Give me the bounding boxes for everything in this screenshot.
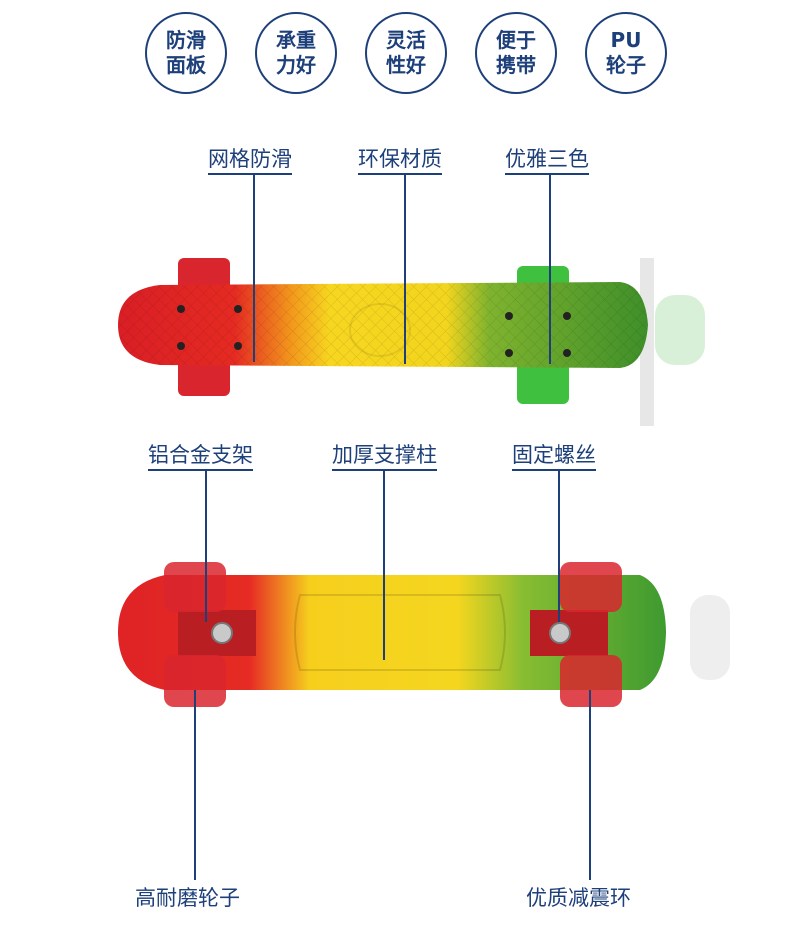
wheel-left-top xyxy=(164,562,226,612)
badge-pu-wheels: PU 轮子 xyxy=(585,12,667,94)
deck-logo-circle xyxy=(349,303,411,357)
label-fixing-screw: 固定螺丝 xyxy=(512,442,596,471)
leader-line xyxy=(194,690,196,880)
label-thick-pillar: 加厚支撑柱 xyxy=(332,442,437,471)
badge-line: 便于 xyxy=(496,28,536,52)
badge-line: 轮子 xyxy=(606,53,646,77)
truck-right-bolt xyxy=(549,622,571,644)
deck-screws-left xyxy=(177,305,242,350)
badge-line: 面板 xyxy=(166,53,206,77)
skateboard-bottom-view xyxy=(118,562,730,707)
badge-portable: 便于 携带 xyxy=(475,12,557,94)
badge-line: 携带 xyxy=(496,53,536,77)
deck-underside xyxy=(118,575,666,690)
label-shock-ring: 优质减震环 xyxy=(526,886,631,910)
badge-antislip-deck: 防滑 面板 xyxy=(145,12,227,94)
leader-line xyxy=(383,470,385,660)
wheel-shadow xyxy=(640,258,654,426)
badge-line: 力好 xyxy=(276,53,316,77)
label-three-colors: 优雅三色 xyxy=(505,146,589,175)
badge-flexible: 灵活 性好 xyxy=(365,12,447,94)
label-eco-material: 环保材质 xyxy=(358,146,442,175)
label-alloy-truck: 铝合金支架 xyxy=(148,442,253,471)
badge-line: 性好 xyxy=(386,53,426,77)
leader-line xyxy=(558,470,560,622)
badge-line: 灵活 xyxy=(386,28,426,52)
label-wear-resistant-wheel: 高耐磨轮子 xyxy=(135,886,240,910)
wheel-right-bottom xyxy=(560,655,622,707)
wheel-left-bottom xyxy=(164,655,226,707)
badge-line: 防滑 xyxy=(166,28,206,52)
badge-load-bearing: 承重 力好 xyxy=(255,12,337,94)
skateboard-top-view xyxy=(118,258,705,426)
badge-line: PU xyxy=(610,28,642,52)
leader-line xyxy=(253,174,255,362)
truck-left-bolt xyxy=(211,622,233,644)
leader-line xyxy=(205,470,207,622)
deck-rib xyxy=(294,594,506,671)
label-grid-antislip: 网格防滑 xyxy=(208,146,292,175)
deck-screws-right xyxy=(505,312,571,357)
leader-line xyxy=(549,174,551,364)
wheel-right-top xyxy=(560,562,622,612)
leader-line xyxy=(589,690,591,880)
leader-line xyxy=(404,174,406,364)
badge-line: 承重 xyxy=(276,28,316,52)
